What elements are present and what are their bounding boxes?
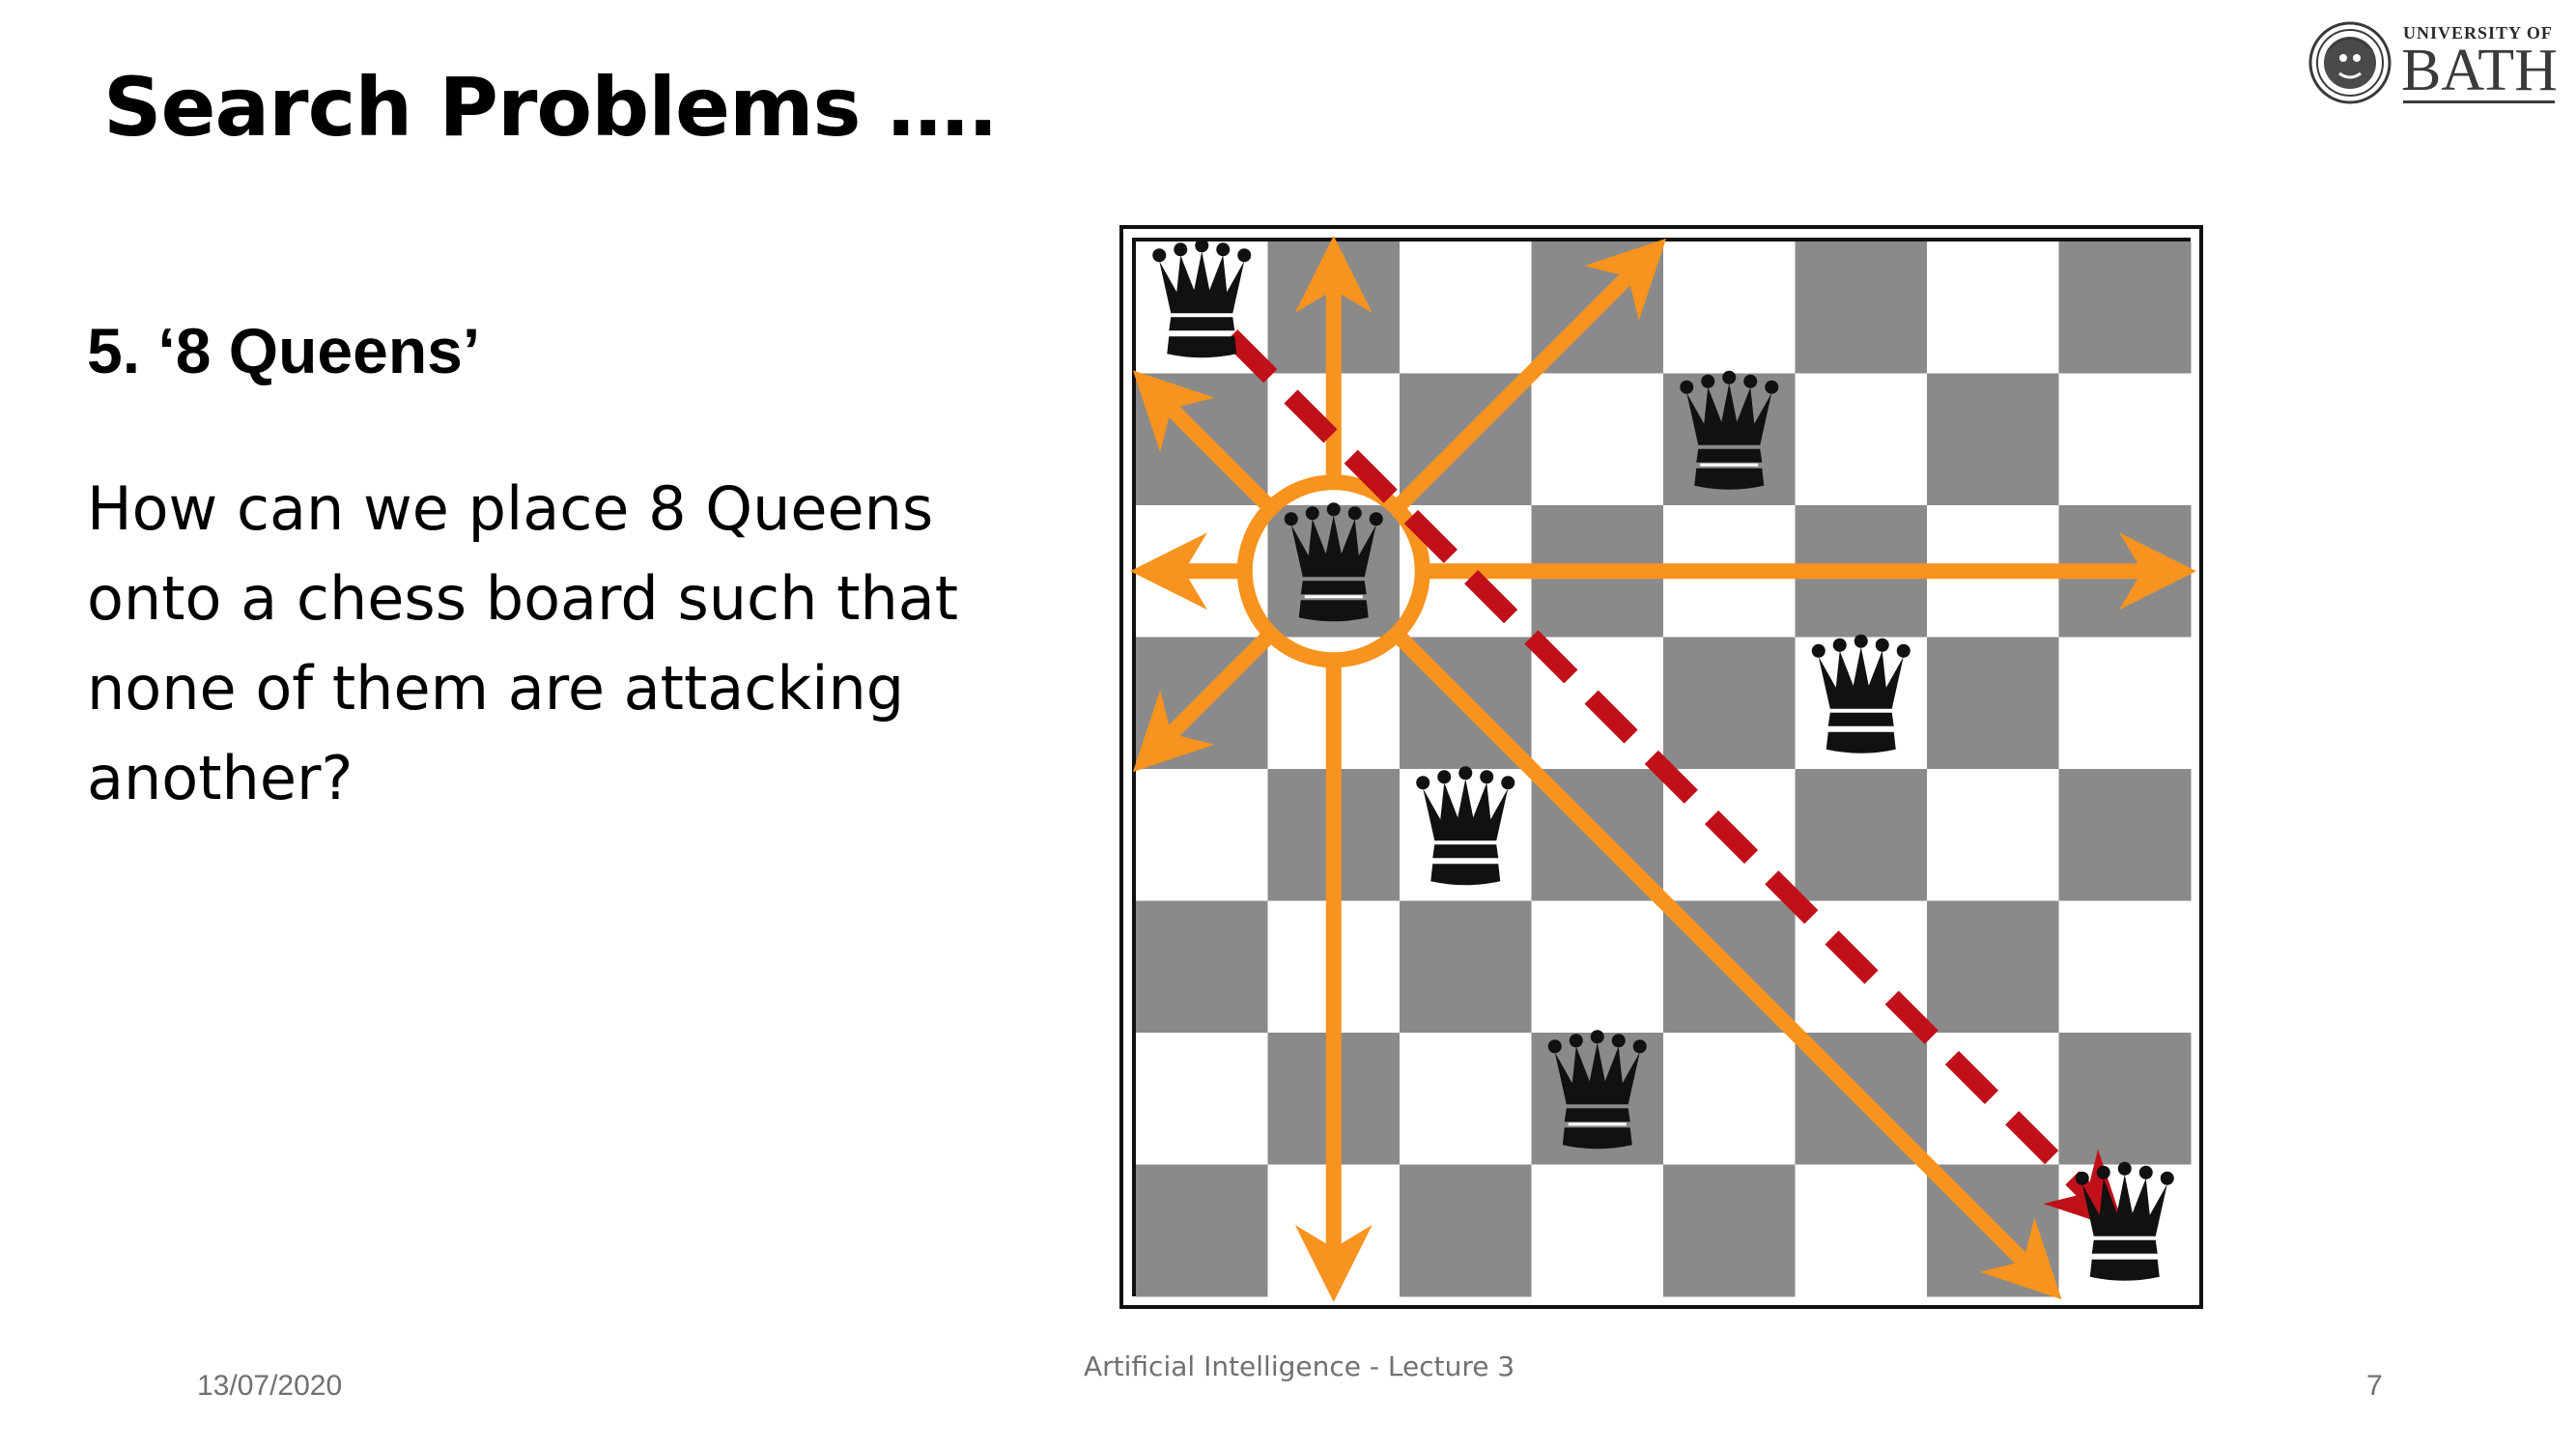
dark-square	[1795, 769, 1928, 901]
light-square	[1136, 1033, 1268, 1165]
page-number: 7	[2366, 1370, 2383, 1402]
body-text: How can we place 8 Queens onto a chess b…	[87, 464, 1053, 823]
dark-square	[2058, 769, 2192, 901]
attack-arrow-up-left	[1132, 370, 1277, 514]
attack-arrow-down-left	[1132, 628, 1277, 773]
dark-square	[1795, 242, 1928, 374]
chess-board-diagram	[1119, 225, 2203, 1309]
logo-bath: BATH	[2401, 38, 2558, 103]
attack-arrow-up-right	[1391, 238, 1667, 514]
conflict-dashed-arrow	[1224, 329, 2126, 1232]
dark-square	[1927, 637, 2059, 770]
light-square	[2058, 900, 2192, 1034]
dark-square	[1400, 900, 1532, 1034]
dark-square	[1663, 637, 1796, 770]
section-heading: 5. ‘8 Queens’	[87, 315, 481, 386]
dark-square	[2058, 242, 2192, 374]
light-square	[1400, 242, 1532, 374]
attack-arrow-down-right	[1391, 628, 2062, 1300]
dark-square	[1663, 1164, 1796, 1297]
conflict-line	[1224, 329, 2126, 1232]
light-square	[1400, 1033, 1532, 1165]
light-square	[1927, 242, 2059, 374]
light-square	[1531, 373, 1664, 506]
light-square	[1663, 1033, 1796, 1165]
light-square	[2058, 373, 2192, 506]
light-square	[1795, 1164, 1928, 1297]
body-line: How can we place 8 Queens	[87, 473, 934, 544]
body-line: none of them are attacking	[87, 653, 905, 724]
light-square	[1663, 242, 1796, 374]
light-square	[1531, 1164, 1664, 1297]
dark-square	[2058, 1033, 2192, 1165]
light-square	[1927, 769, 2059, 901]
slide-title: Search Problems ….	[103, 60, 999, 155]
light-square	[2058, 637, 2192, 770]
dark-square	[1136, 900, 1268, 1034]
footer-lecture-title: Artificial Intelligence - Lecture 3	[1084, 1350, 1515, 1382]
body-line: onto a chess board such that	[87, 563, 959, 634]
university-logo: UNIVERSITY OF BATH	[2308, 19, 2558, 106]
dark-square	[1927, 900, 2059, 1034]
dark-square	[1927, 373, 2059, 506]
attack-arrows	[1130, 236, 2196, 1302]
logo-university-of: UNIVERSITY OF	[2403, 23, 2553, 43]
dark-square	[1136, 1164, 1268, 1297]
light-square	[1531, 900, 1664, 1034]
dark-square	[1400, 1164, 1532, 1297]
light-square	[1795, 373, 1928, 506]
logo-underline	[2403, 100, 2555, 103]
body-line: another?	[87, 743, 354, 813]
light-square	[1136, 769, 1268, 901]
university-seal-icon	[2308, 21, 2392, 104]
footer-date: 13/07/2020	[197, 1370, 343, 1402]
